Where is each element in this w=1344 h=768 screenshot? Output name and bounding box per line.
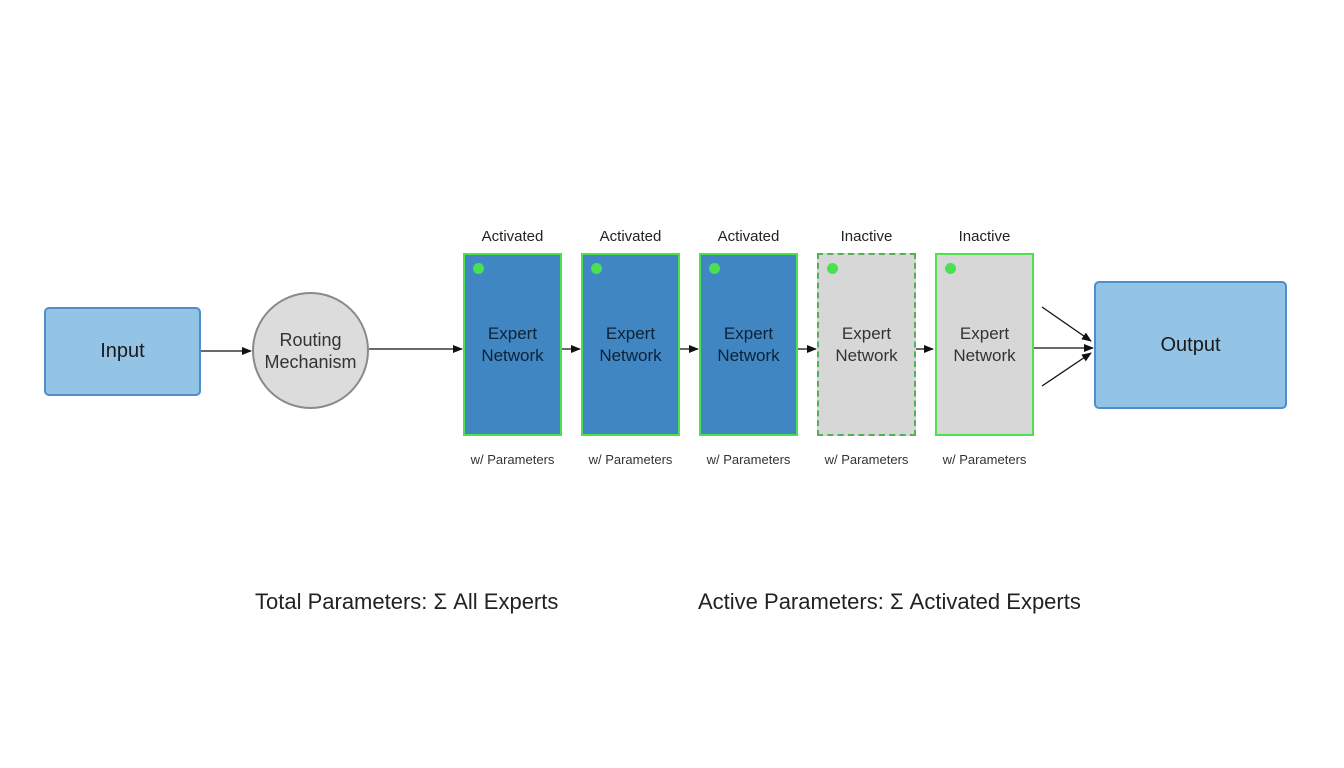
routing-mechanism-node: Routing Mechanism: [252, 292, 369, 409]
status-indicator-dot: [473, 263, 484, 274]
expert-3-params: w/ Parameters: [706, 452, 791, 467]
expert-network-3: Expert Network: [699, 253, 798, 436]
expert-5-label-line-1: Expert: [959, 323, 1010, 343]
output-label: Output: [1160, 333, 1221, 356]
expert-network-2: Expert Network: [581, 253, 680, 436]
status-indicator-dot: [591, 263, 602, 274]
expert-3-label-line-1: Expert: [723, 323, 774, 343]
status-indicator-dot: [709, 263, 720, 274]
expert-5-status: Inactive: [958, 228, 1011, 245]
expert-3-status: Activated: [717, 228, 780, 245]
expert-1-label-line-1: Expert: [487, 323, 538, 343]
input-box: Input: [44, 307, 201, 396]
expert-1-status: Activated: [481, 228, 544, 245]
expert-network-1: Expert Network: [463, 253, 562, 436]
expert-2-params: w/ Parameters: [588, 452, 673, 467]
expert-4-label-line-2: Network: [835, 345, 898, 365]
router-label-line-1: Routing: [279, 329, 342, 350]
status-indicator-dot: [945, 263, 956, 274]
expert-network-4: Expert Network: [817, 253, 916, 436]
active-parameters-formula: Active Parameters: Σ Activated Experts: [698, 589, 1081, 614]
expert-5-label-line-2: Network: [953, 345, 1016, 365]
expert-3-label-line-2: Network: [717, 345, 780, 365]
arrow-lower-to-output: [1041, 352, 1092, 387]
expert-5-params: w/ Parameters: [942, 452, 1027, 467]
arrow-upper-to-output: [1041, 306, 1092, 342]
expert-2-label-line-1: Expert: [605, 323, 656, 343]
output-box: Output: [1094, 281, 1287, 409]
router-label-line-2: Mechanism: [264, 351, 357, 372]
expert-2-label-line-2: Network: [599, 345, 662, 365]
input-label: Input: [100, 340, 145, 362]
expert-network-5: Expert Network: [935, 253, 1034, 436]
expert-1-label-line-2: Network: [481, 345, 544, 365]
expert-2-status: Activated: [599, 228, 662, 245]
status-indicator-dot: [827, 263, 838, 274]
expert-4-status: Inactive: [840, 228, 893, 245]
total-parameters-formula: Total Parameters: Σ All Experts: [255, 589, 559, 614]
expert-1-params: w/ Parameters: [470, 452, 555, 467]
expert-4-label-line-1: Expert: [841, 323, 892, 343]
expert-4-params: w/ Parameters: [824, 452, 909, 467]
